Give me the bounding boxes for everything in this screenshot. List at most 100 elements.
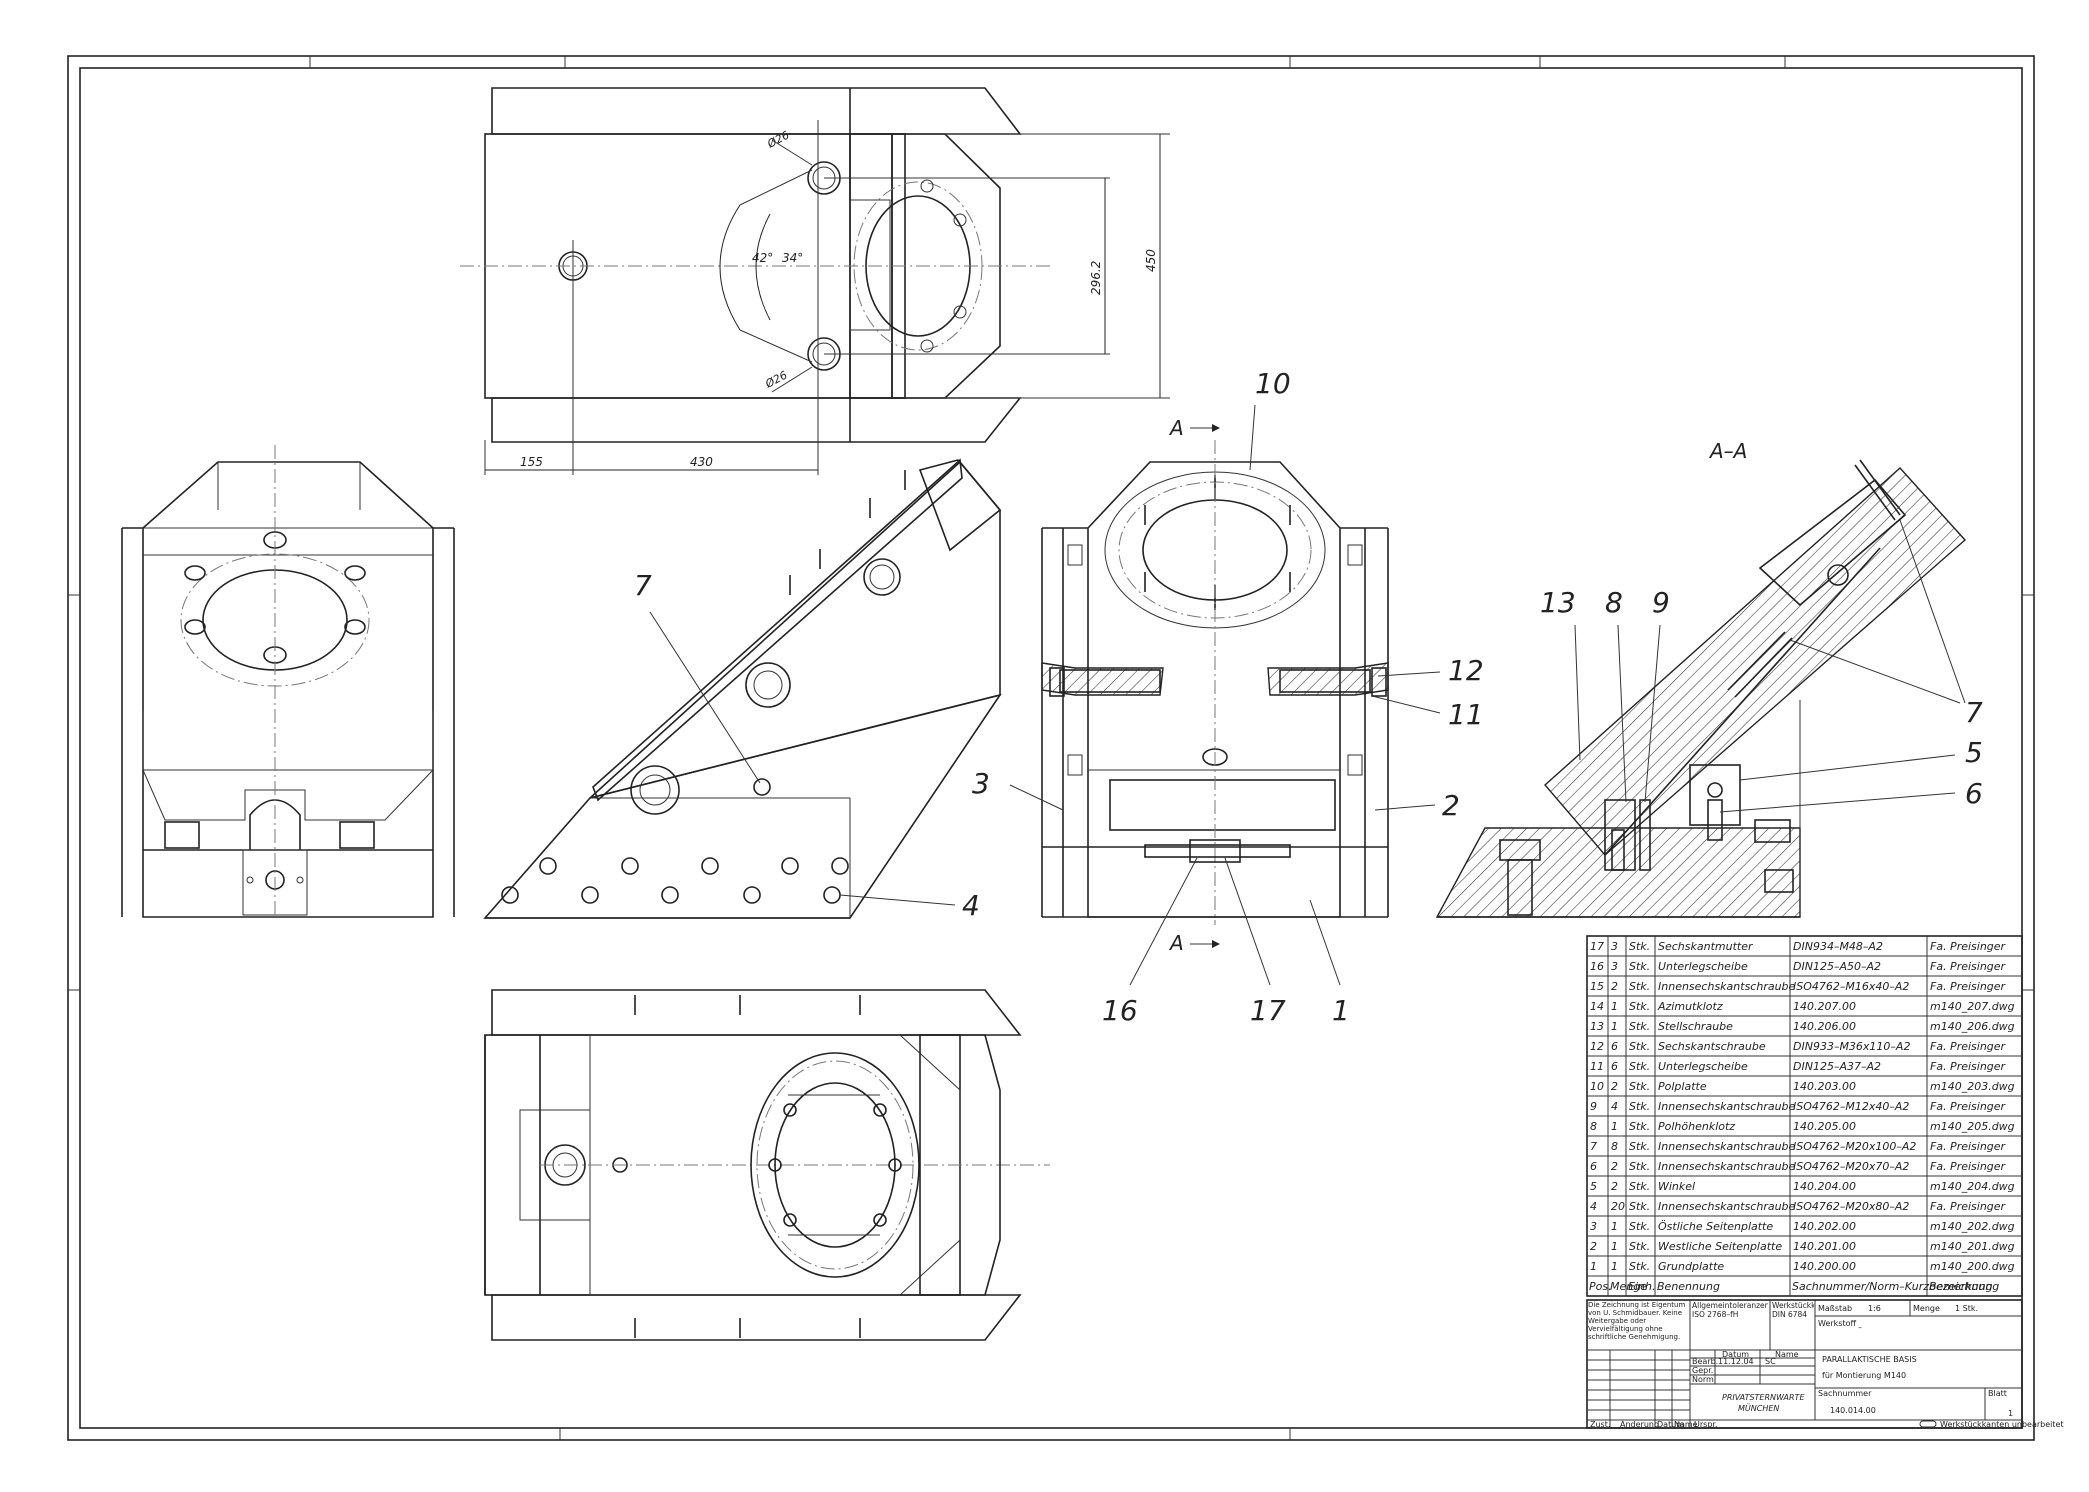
bom-cell: 2 [1611, 1080, 1618, 1093]
bom-header-cell: Benennung [1657, 1280, 1720, 1293]
mass-value: 1 Stk. [1955, 1304, 1978, 1313]
bom-cell: 1 [1611, 1220, 1618, 1233]
footer-datum: Datum [1657, 1420, 1684, 1429]
bom-cell: Fa. Preisinger [1930, 960, 2007, 973]
bom-cell: Fa. Preisinger [1930, 1040, 2007, 1053]
footer-edges-note: Werkstückkanten unbearbeitet [1940, 1420, 2064, 1429]
bom-cell: 140.206.00 [1793, 1020, 1856, 1033]
bom-cell: Sechskantmutter [1658, 940, 1754, 953]
bom-cell: 6 [1611, 1040, 1618, 1053]
bom-cell: ISO4762–M20x70–A2 [1793, 1160, 1909, 1173]
bom-cell: Stk. [1629, 1080, 1650, 1093]
bom-cell: 3 [1590, 1220, 1597, 1233]
drawing-frame [67, 55, 2035, 1441]
bom-cell: Innensechskantschraube [1658, 1100, 1796, 1113]
bom-cell: m140_205.dwg [1930, 1120, 2015, 1133]
bom-cell: m140_206.dwg [1930, 1020, 2015, 1033]
bom-cell: Stk. [1629, 940, 1650, 953]
bom-cell: 140.203.00 [1793, 1080, 1856, 1093]
bom-cell: Stk. [1629, 960, 1650, 973]
bom-cell: Fa. Preisinger [1930, 1060, 2007, 1073]
bom-cell: 140.205.00 [1793, 1120, 1856, 1133]
dim-right: 430 [690, 455, 713, 469]
bom-cell: m140_200.dwg [1930, 1260, 2015, 1273]
col-date: Datum [1722, 1350, 1749, 1359]
bom-cell: Westliche Seitenplatte [1658, 1240, 1782, 1253]
section-mark-bottom: A [1168, 931, 1184, 955]
bom-cell: Fa. Preisinger [1930, 980, 2007, 993]
sheet-label: Blatt [1988, 1389, 2007, 1398]
dim-hole-lower: Ø26 [762, 369, 789, 392]
dim-total: 450 [1144, 249, 1158, 272]
bom-cell: DIN125–A37–A2 [1793, 1060, 1881, 1073]
oblique-view: 7 4 [483, 458, 1002, 922]
bom-cell: Fa. Preisinger [1930, 1100, 2007, 1113]
scale-label: Maßstab [1818, 1304, 1852, 1313]
bom-cell: 1 [1590, 1260, 1597, 1273]
balloon-12: 12 [1448, 654, 1484, 687]
balloon-10: 10 [1255, 367, 1291, 400]
bom-cell: 4 [1611, 1100, 1618, 1113]
company-2: MÜNCHEN [1738, 1403, 1779, 1413]
bom-cell: 13 [1590, 1020, 1604, 1033]
bom-cell: m140_201.dwg [1930, 1240, 2015, 1253]
bom-cell: Stk. [1629, 1040, 1650, 1053]
section-title: A–A [1708, 439, 1747, 463]
row-bearb: Bearb. [1692, 1357, 1718, 1366]
drawing-number: 140.014.00 [1830, 1406, 1876, 1415]
bom-cell: 6 [1590, 1160, 1597, 1173]
bom-cell: 140.202.00 [1793, 1220, 1856, 1233]
bom-cell: Stellschraube [1658, 1020, 1733, 1033]
balloon-13: 13 [1540, 586, 1576, 619]
company-1: PRIVATSTERNWARTE [1722, 1393, 1805, 1402]
balloon-9: 9 [1652, 586, 1670, 619]
balloon-1: 1 [1332, 994, 1350, 1027]
bom-cell: 8 [1611, 1140, 1618, 1153]
front-view: A A 10 12 11 3 2 16 17 1 [972, 367, 1484, 1027]
balloon-3: 3 [972, 767, 990, 800]
dim-angle-outer: 42° [752, 251, 773, 265]
col-name: Name [1775, 1350, 1799, 1359]
bom-cell: Winkel [1658, 1180, 1695, 1193]
bom-cell: ISO4762–M20x80–A2 [1793, 1200, 1909, 1213]
scale-value: 1:6 [1868, 1304, 1881, 1313]
bom-cell: Stk. [1629, 980, 1650, 993]
footer-zust: Zust. [1590, 1420, 1610, 1429]
bom-header-cell: Bemerkung [1929, 1280, 1993, 1293]
bearb-date: 11.12.04 [1718, 1357, 1754, 1366]
bom-cell: Polhöhenklotz [1658, 1120, 1735, 1133]
bom-cell: 2 [1611, 980, 1618, 993]
bom-cell: 3 [1611, 940, 1618, 953]
bom-cell: 140.201.00 [1793, 1240, 1856, 1253]
bom-cell: Grundplatte [1658, 1260, 1724, 1273]
bom-cell: 9 [1590, 1100, 1597, 1113]
bom-cell: 140.207.00 [1793, 1000, 1856, 1013]
drawing-title-1: PARALLAKTISCHE BASIS [1822, 1355, 1917, 1364]
bearb-name: SC [1765, 1357, 1776, 1366]
bom-cell: 17 [1590, 940, 1604, 953]
bom-cell: 6 [1611, 1060, 1618, 1073]
bom-cell: Innensechskantschraube [1658, 1160, 1796, 1173]
bom-cell: Unterlegscheibe [1658, 960, 1748, 973]
bom-cell: m140_207.dwg [1930, 1000, 2015, 1013]
ownership-notice: Die Zeichnung ist Eigentum von U. Schmid… [1588, 1301, 1686, 1341]
title-block: Die Zeichnung ist Eigentum von U. Schmid… [1586, 1299, 2064, 1429]
bom-cell: 1 [1611, 1000, 1618, 1013]
row-gepr: Gepr. [1692, 1366, 1713, 1375]
bom-cell: Stk. [1629, 1120, 1650, 1133]
balloon-7-section: 7 [1965, 696, 1983, 729]
bom-cell: Stk. [1629, 1000, 1650, 1013]
drawing-no-label: Sachnummer [1818, 1389, 1872, 1398]
bom-cell: Stk. [1629, 1180, 1650, 1193]
